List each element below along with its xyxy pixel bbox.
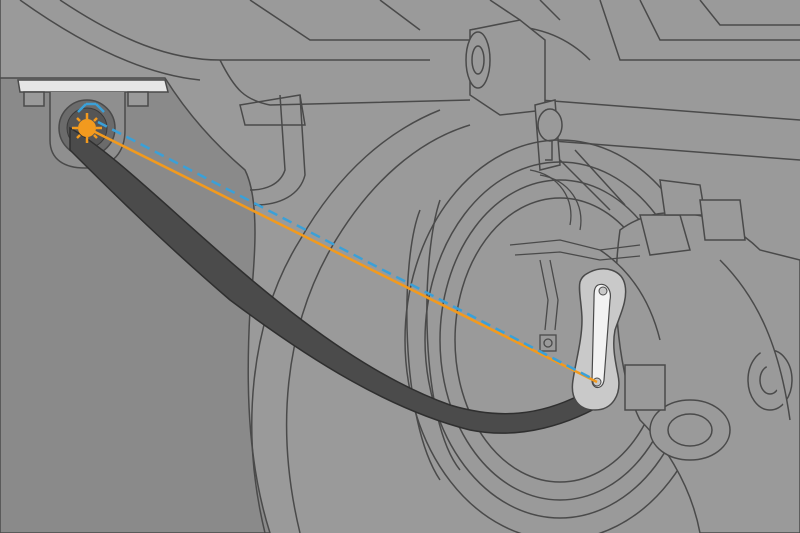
crosshair-icon <box>72 102 105 143</box>
strut <box>534 99 563 171</box>
blue-pivot-line <box>97 120 596 382</box>
body-panel <box>0 77 271 533</box>
orange-pivot-line <box>86 126 598 384</box>
upper-arm-bushing <box>465 0 561 116</box>
brake-lines <box>509 169 641 352</box>
